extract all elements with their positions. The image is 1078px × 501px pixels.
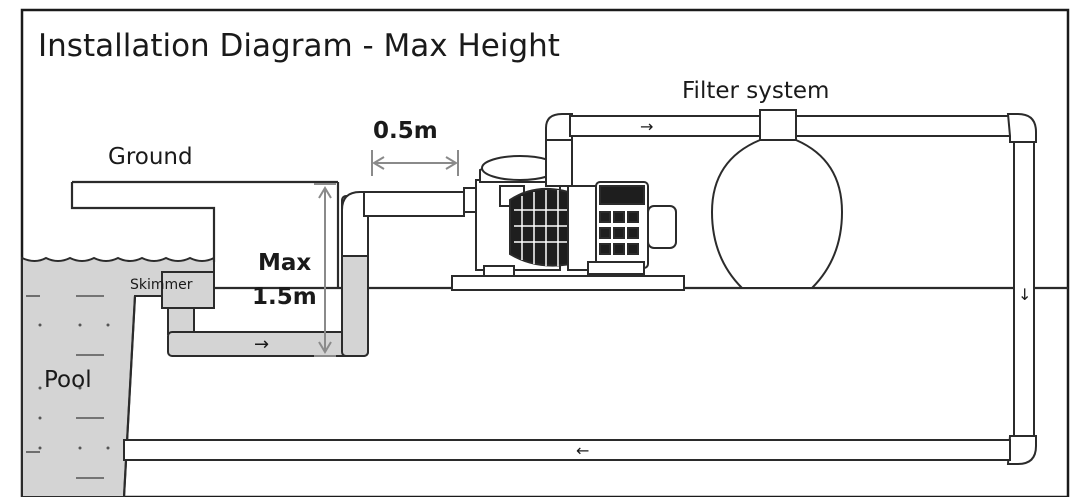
water-dots <box>38 323 110 450</box>
distance-dimension <box>371 150 459 176</box>
flow-arrow-right: ↓ <box>1018 285 1031 304</box>
ground-ledge <box>70 182 216 262</box>
flow-arrow-top: → <box>640 117 653 136</box>
skimmer-label: Skimmer <box>130 277 193 293</box>
ground-label: Ground <box>108 144 193 170</box>
filter-system-label: Filter system <box>682 78 829 104</box>
flow-arrow-bottom: ← <box>576 441 589 460</box>
flow-arrow-suction: → <box>254 334 269 355</box>
pool-inner-wall <box>122 295 137 498</box>
diagram-title: Installation Diagram - Max Height <box>38 28 560 64</box>
water-marks <box>26 295 104 479</box>
pool-label: Pool <box>44 367 92 393</box>
filter-tank-icon <box>710 109 844 289</box>
pump-icon <box>463 155 677 277</box>
max-height-label-1: Max <box>258 250 311 276</box>
height-dimension <box>314 183 336 357</box>
distance-label: 0.5m <box>373 118 438 144</box>
suction-pipe-top <box>341 191 465 257</box>
pump-base <box>451 275 685 291</box>
pool-water <box>21 256 215 498</box>
max-height-label-2: 1.5m <box>252 284 317 310</box>
